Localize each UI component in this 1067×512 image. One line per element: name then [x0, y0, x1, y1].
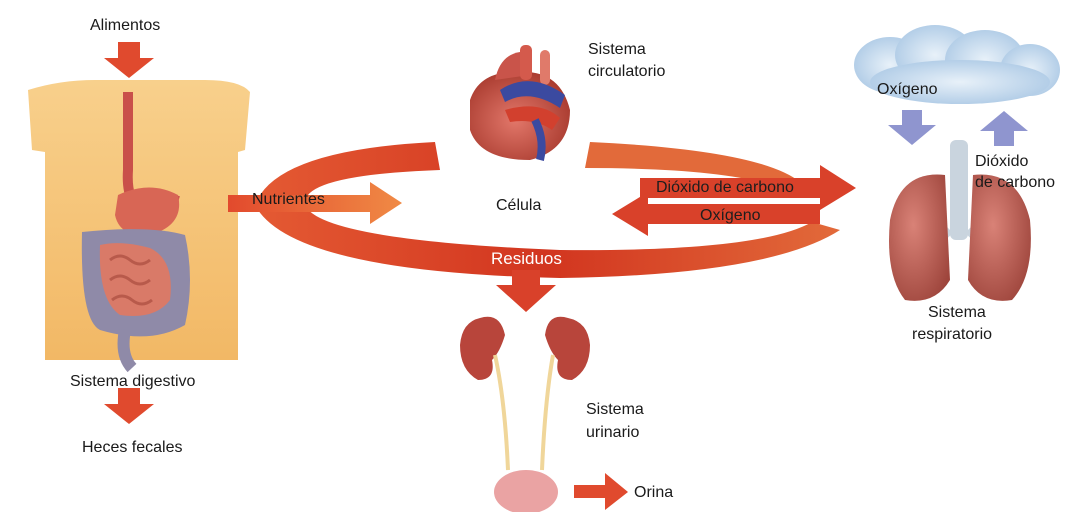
- label-oxigeno-arrow: Oxígeno: [700, 206, 760, 225]
- label-sistema-circulatorio-line1: Sistema: [588, 40, 646, 59]
- oxygen-down-arrow: [888, 110, 936, 145]
- co2-up-arrow: [980, 111, 1028, 146]
- label-sistema-urinario-line2: urinario: [586, 423, 639, 442]
- label-heces-fecales: Heces fecales: [82, 438, 183, 457]
- orina-arrow: [574, 473, 628, 510]
- alimentos-arrow: [104, 42, 154, 78]
- label-sistema-respiratorio-line2: respiratorio: [912, 325, 992, 344]
- label-alimentos: Alimentos: [90, 16, 160, 35]
- label-sistema-urinario-line1: Sistema: [586, 400, 644, 419]
- label-sistema-circulatorio-line2: circulatorio: [588, 62, 665, 81]
- label-dioxido-de-carbono-arrow: Dióxido de carbono: [656, 178, 794, 197]
- label-dioxido-line1: Dióxido: [975, 152, 1028, 171]
- label-dioxido-line2: de carbono: [975, 173, 1055, 192]
- label-residuos: Residuos: [491, 249, 562, 268]
- label-sistema-respiratorio-line1: Sistema: [928, 303, 986, 322]
- bladder-illustration: [494, 470, 558, 512]
- label-nutrientes: Nutrientes: [252, 190, 325, 209]
- heces-arrow: [104, 388, 154, 424]
- label-orina: Orina: [634, 483, 673, 502]
- kidneys-illustration: [460, 317, 590, 470]
- heart-illustration: [470, 45, 570, 160]
- label-celula: Célula: [496, 196, 541, 215]
- label-oxigeno-cloud: Oxígeno: [877, 80, 937, 99]
- label-sistema-digestivo: Sistema digestivo: [70, 372, 195, 391]
